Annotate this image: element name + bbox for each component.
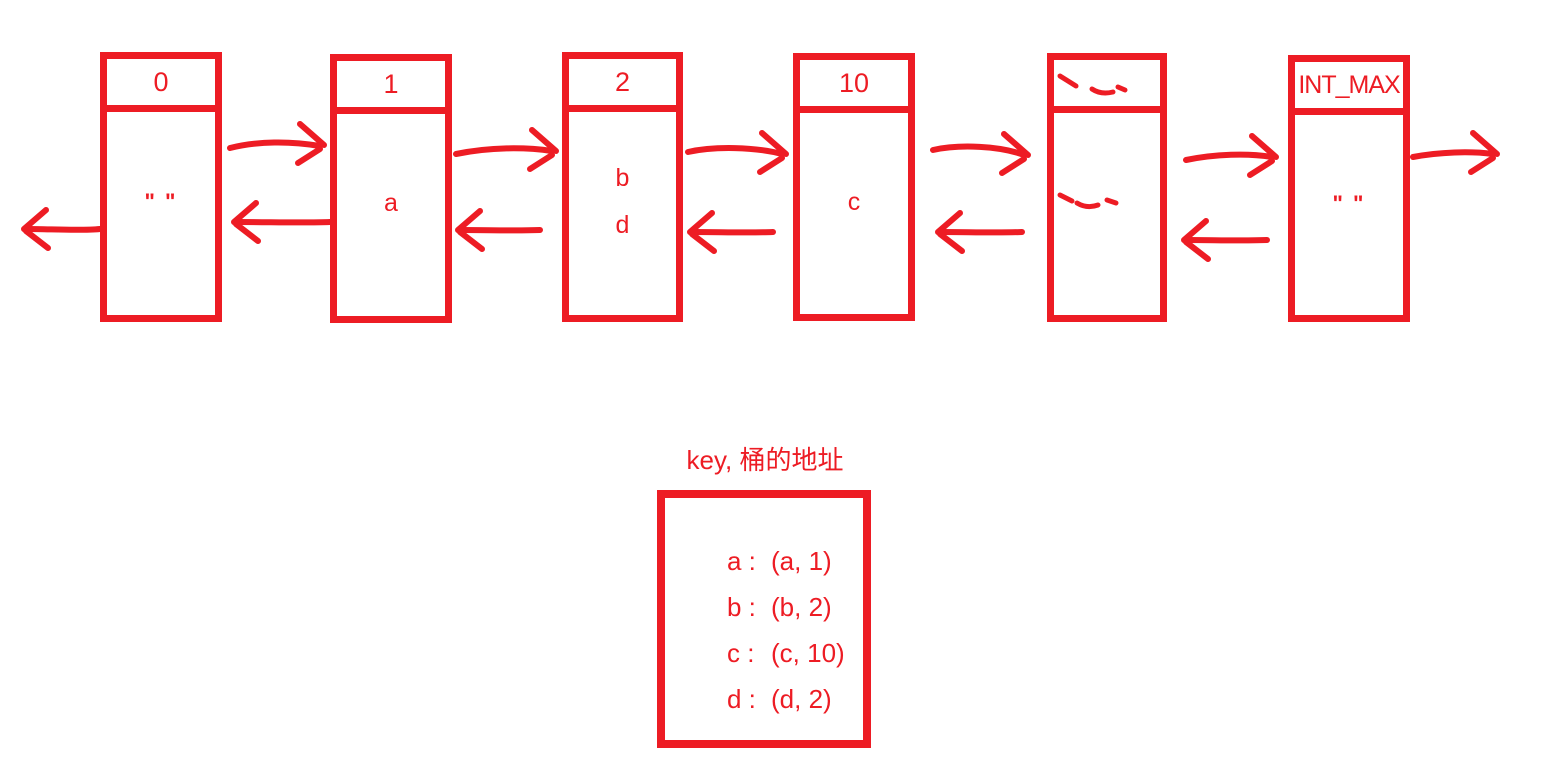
bucket-2: 2 b d <box>562 52 683 322</box>
prev-arrow-4-3 <box>935 210 1025 254</box>
next-arrow-4-5 <box>1183 133 1279 178</box>
bucket-1-key: 1 <box>337 61 445 114</box>
bucket-intmax: INT_MAX " " <box>1288 55 1410 322</box>
next-arrow-5-out <box>1410 130 1500 175</box>
bucket-0-key: 0 <box>107 59 215 112</box>
bucket-2-key: 2 <box>569 59 676 112</box>
bucket-ellipsis-key <box>1054 60 1160 113</box>
bucket-0-body: " " <box>107 119 215 315</box>
map-entry-d-key: d : <box>727 684 756 714</box>
prev-arrow-1-0 <box>231 200 333 244</box>
bucket-ellipsis-body <box>1054 120 1160 315</box>
bucket-0: 0 " " <box>100 52 222 322</box>
prev-arrow-3-2 <box>687 210 776 254</box>
map-entry-b-key: b : <box>727 592 756 622</box>
bucket-intmax-key: INT_MAX <box>1295 62 1403 115</box>
next-arrow-0-1 <box>227 121 327 166</box>
prev-arrow-5-4 <box>1181 218 1270 262</box>
next-arrow-1-2 <box>453 127 559 172</box>
next-arrow-2-3 <box>685 130 789 175</box>
map-entry-c-value: (c, 10) <box>771 638 845 668</box>
bucket-1-body: a <box>337 121 445 316</box>
bucket-0-value: " " <box>144 189 178 214</box>
map-entry-b-value: (b, 2) <box>771 592 832 622</box>
bucket-2-value-2: d <box>615 211 630 239</box>
map-entry-a: a : (a, 1) <box>727 546 863 577</box>
bucket-3-body: c <box>800 120 908 314</box>
bucket-3-value: c <box>847 187 861 216</box>
bucket-intmax-body: " " <box>1295 122 1403 315</box>
prev-arrow-2-1 <box>455 208 543 252</box>
next-arrow-3-4 <box>930 131 1031 176</box>
bucket-ellipsis <box>1047 53 1167 322</box>
map-entry-d: d : (d, 2) <box>727 684 863 715</box>
bucket-2-body: b d <box>569 119 676 315</box>
prev-arrow-0-out <box>21 207 103 251</box>
hashmap-box: a : (a, 1) b : (b, 2) c : (c, 10) d : (d… <box>657 490 871 748</box>
bucket-intmax-value: " " <box>1332 190 1366 216</box>
hashmap-title: key, 桶的地址 <box>686 445 844 475</box>
map-entry-d-value: (d, 2) <box>771 684 832 714</box>
map-entry-a-value: (a, 1) <box>771 546 832 576</box>
map-entry-c-key: c : <box>727 638 755 668</box>
bucket-1: 1 a <box>330 54 452 323</box>
bucket-2-value-1: b <box>615 164 630 192</box>
map-entry-c: c : (c, 10) <box>727 638 863 669</box>
bucket-3-key: 10 <box>800 60 908 113</box>
map-entry-a-key: a : <box>727 546 756 576</box>
bucket-3: 10 c <box>793 53 915 321</box>
map-entry-b: b : (b, 2) <box>727 592 863 623</box>
bucket-1-value: a <box>384 189 398 217</box>
